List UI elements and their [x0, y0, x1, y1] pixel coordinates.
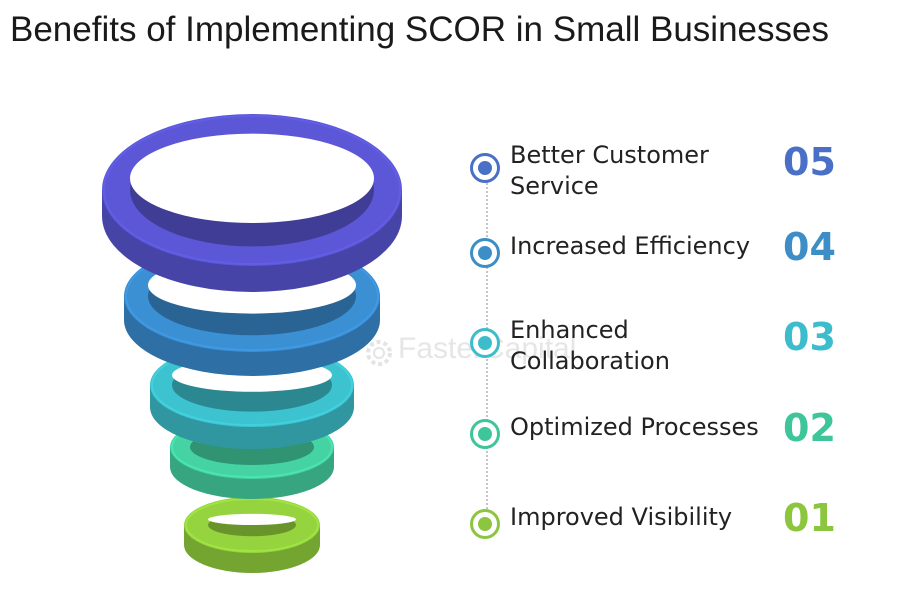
- funnel-ring: [102, 114, 402, 292]
- benefit-number: 05: [783, 140, 836, 184]
- funnel-ring: [184, 497, 320, 573]
- bullet-dot-icon: [470, 509, 500, 539]
- benefit-number: 03: [783, 315, 836, 359]
- benefit-number: 04: [783, 225, 836, 269]
- benefit-label: Enhanced Collaboration: [510, 316, 670, 375]
- bullet-dot-icon: [470, 238, 500, 268]
- page-title: Benefits of Implementing SCOR in Small B…: [10, 10, 829, 49]
- benefit-label: Optimized Processes: [510, 413, 759, 441]
- benefit-label: Better Customer Service: [510, 141, 709, 200]
- bullet-dot-icon: [470, 419, 500, 449]
- benefit-label: Increased Efficiency: [510, 232, 751, 260]
- benefit-label: Improved Visibility: [510, 503, 733, 531]
- benefit-number: 01: [783, 496, 836, 540]
- bullet-dot-icon: [470, 328, 500, 358]
- benefit-number: 02: [783, 406, 836, 450]
- watermark-gear-icon: [366, 340, 392, 366]
- bullet-dot-icon: [470, 153, 500, 183]
